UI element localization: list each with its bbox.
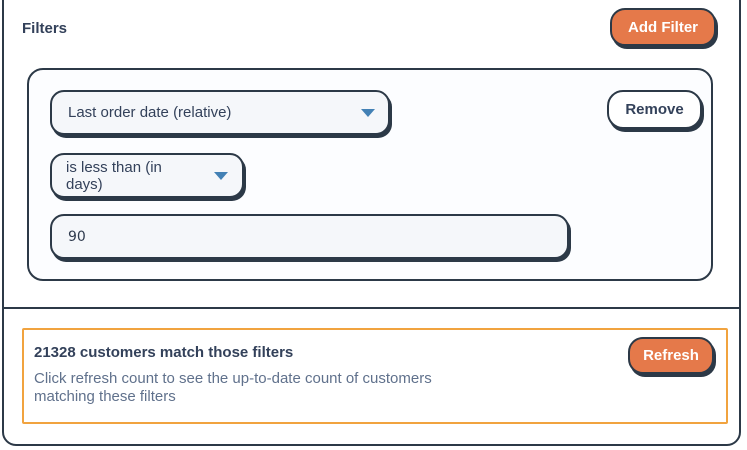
filter-operator-dropdown[interactable]: is less than (in days) [50,153,244,198]
filter-field-dropdown[interactable]: Last order date (relative) [50,90,390,135]
section-divider [4,307,739,309]
filter-card: Last order date (relative) Remove is les… [27,68,713,281]
refresh-count-button[interactable]: Refresh [628,337,714,374]
filter-value-field [50,214,569,259]
customer-count-panel: 21328 customers match those filters Clic… [22,328,728,424]
filter-field-dropdown-value: Last order date (relative) [68,104,232,121]
filter-value-input[interactable] [54,216,565,257]
customer-count-heading: 21328 customers match those filters [34,344,294,361]
remove-filter-button[interactable]: Remove [607,90,702,129]
chevron-down-icon [361,108,375,117]
filter-operator-dropdown-value: is less than (in days) [66,158,162,193]
add-filter-button[interactable]: Add Filter [610,8,716,46]
customer-count-description: Click refresh count to see the up-to-dat… [34,370,432,405]
filters-section-title: Filters [22,20,68,37]
chevron-down-icon [214,171,228,180]
